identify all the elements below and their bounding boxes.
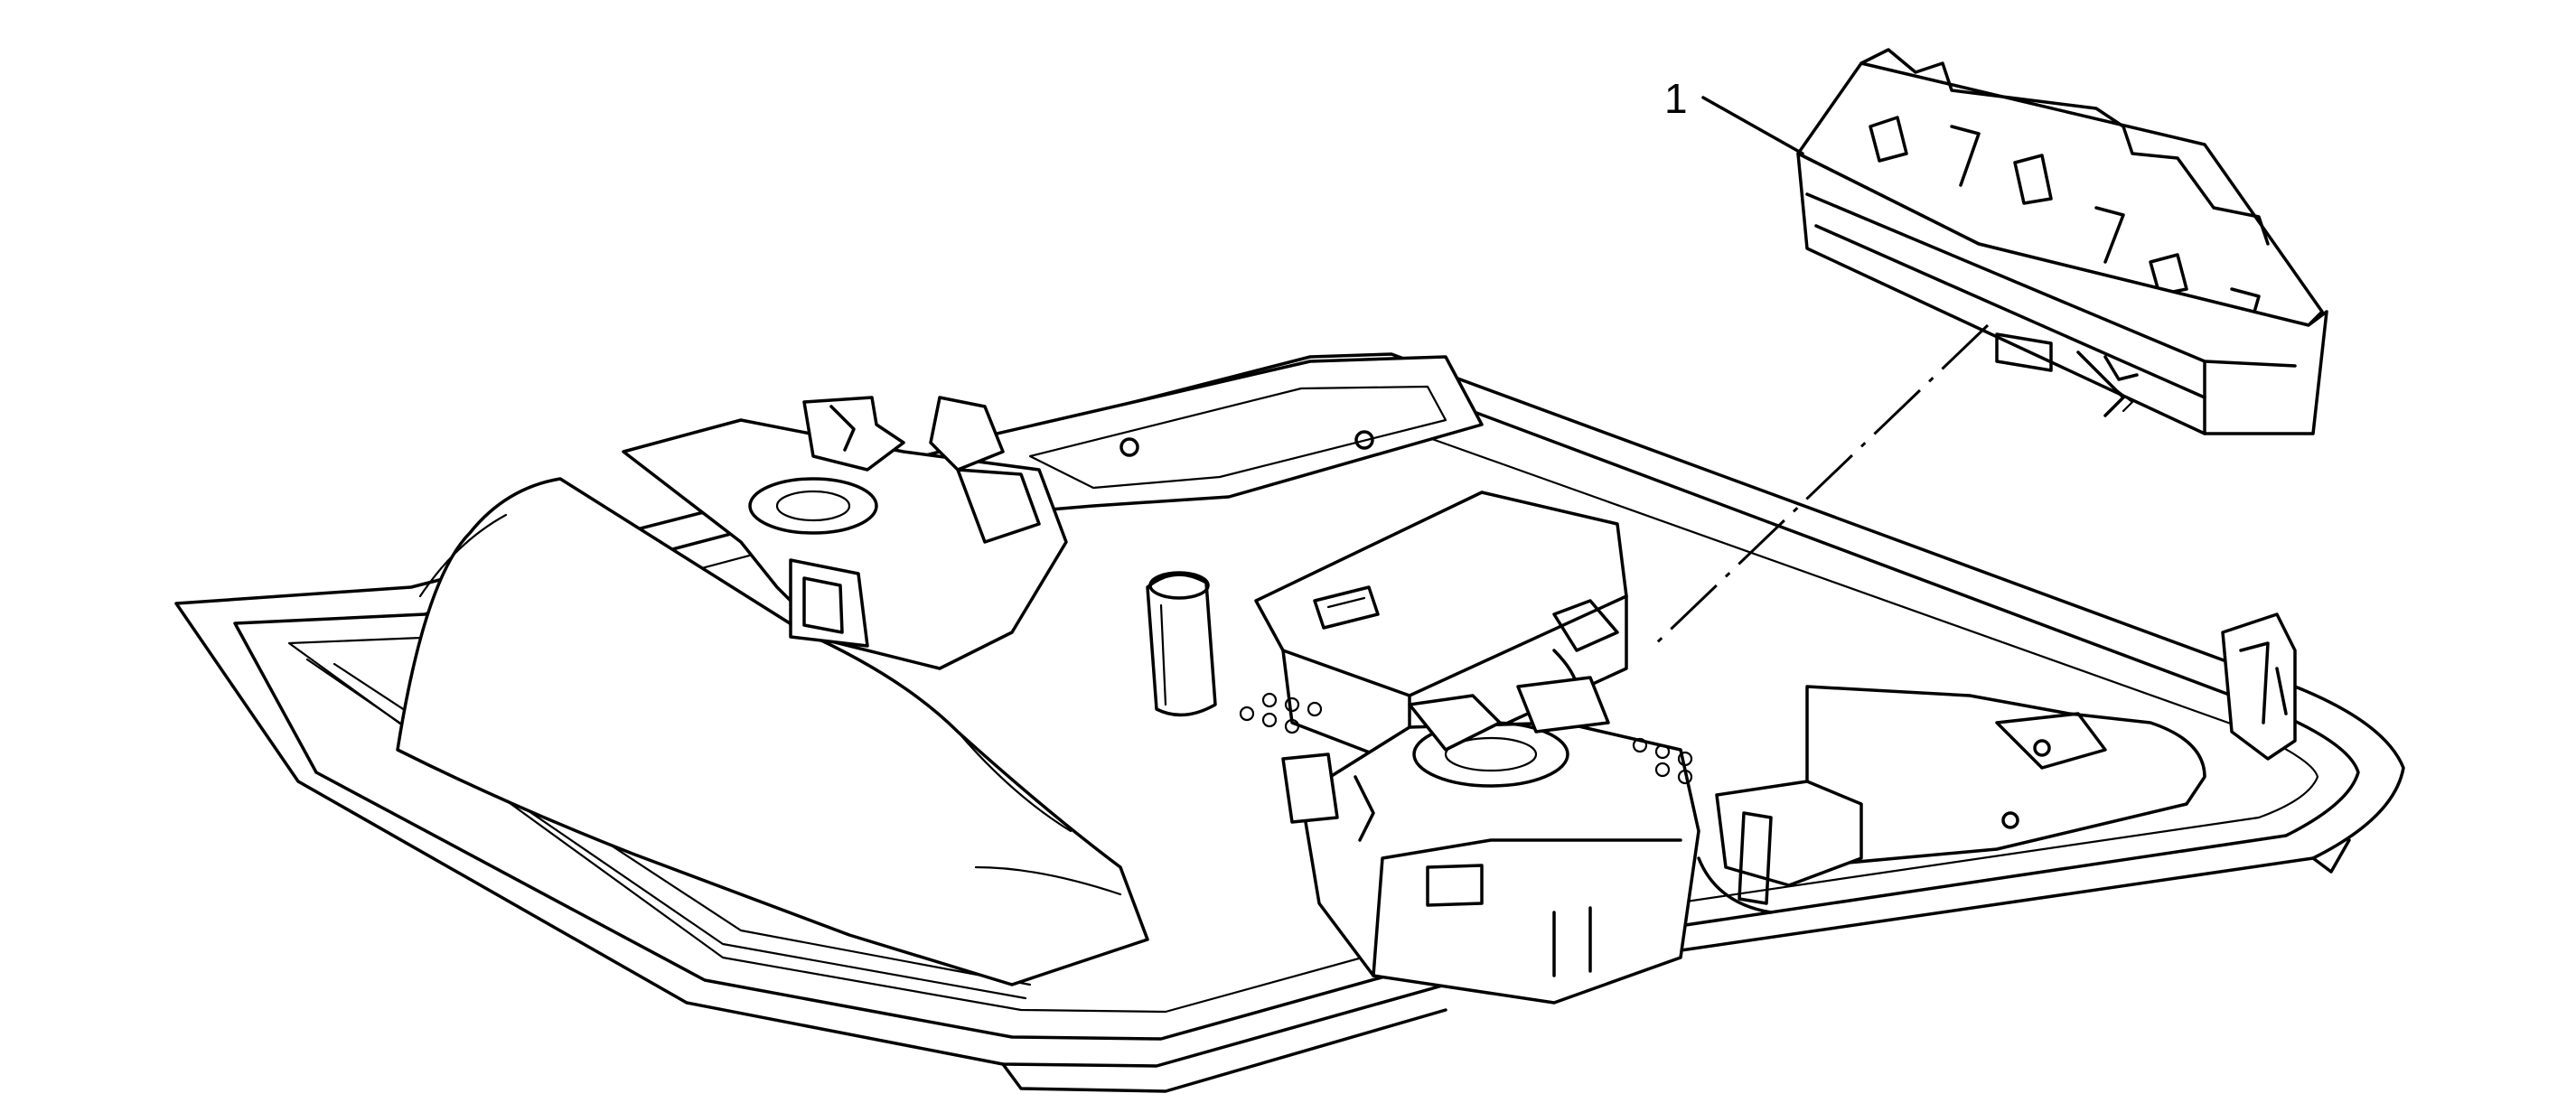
callout-leader-line xyxy=(1701,96,1804,155)
switch-module xyxy=(1796,48,2328,435)
left-lamp-assembly xyxy=(396,396,1217,986)
mounting-panel xyxy=(956,355,2206,870)
callout-label-1: 1 xyxy=(1664,75,1688,122)
spring-clip xyxy=(2221,612,2297,761)
right-lamp-assembly xyxy=(1239,676,1863,1005)
perforation-dots xyxy=(1239,692,1693,785)
alignment-line xyxy=(1652,323,1990,648)
